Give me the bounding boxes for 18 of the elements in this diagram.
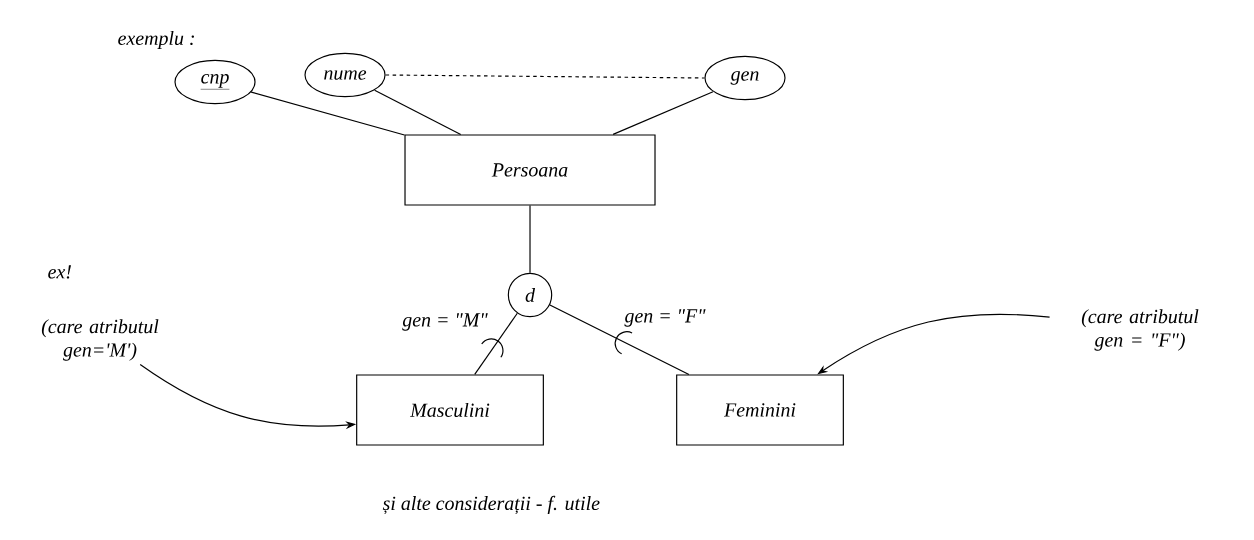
note-text: ex! <box>48 265 72 279</box>
connector-line <box>612 91 714 135</box>
connector-line <box>529 205 531 274</box>
entity-box: Persoana <box>404 134 656 206</box>
entity-box: Masculini <box>356 374 544 446</box>
note-text: exemplu : <box>118 30 194 49</box>
connector-line <box>385 74 705 79</box>
note-text: și alte considerații - f. utile <box>382 495 600 515</box>
subclass-line <box>549 304 690 375</box>
entity-box: Feminini <box>676 374 844 446</box>
note-text: (care atributul gen='M') <box>41 319 159 361</box>
note-text: (care atributul gen = "F") <box>1081 309 1199 351</box>
arrow <box>817 313 1051 375</box>
subclass-line <box>474 312 518 375</box>
edge-label: gen = "F" <box>622 307 708 329</box>
connector-line <box>250 91 405 136</box>
connector-line <box>374 89 462 135</box>
edge-label: gen = "M" <box>399 311 491 333</box>
